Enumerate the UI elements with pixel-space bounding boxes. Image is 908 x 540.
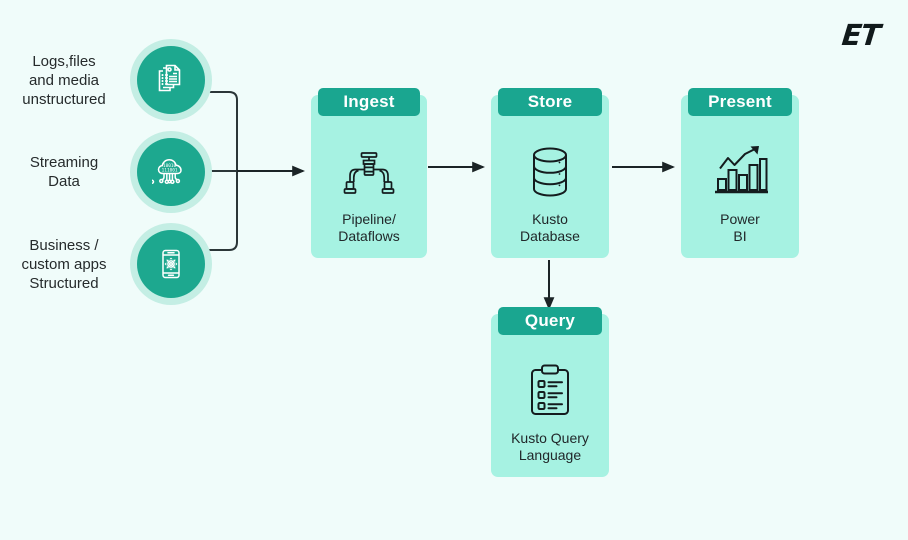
stage-ingest-caption: Pipeline/ Dataflows — [338, 211, 400, 244]
svg-text:10010: 10010 — [163, 163, 177, 169]
source-streaming-data: Streaming Data 10010 111001 — [0, 126, 215, 218]
source-circle-logs[interactable] — [137, 46, 205, 114]
stage-query-header: Query — [498, 307, 602, 335]
stage-present-header: Present — [688, 88, 792, 116]
bar-chart-trend-icon — [715, 146, 768, 194]
stage-ingest[interactable]: Ingest Pipeline/ Dataflows — [311, 88, 427, 258]
stage-query-icon-wrap — [491, 364, 609, 418]
stage-store-caption: Kusto Database — [520, 211, 580, 244]
documents-icon — [158, 64, 181, 92]
source-ring-business — [130, 223, 212, 305]
stage-ingest-header: Ingest — [318, 88, 420, 116]
pipeline-valve-icon — [343, 152, 395, 194]
stage-store-header: Store — [498, 88, 602, 116]
svg-text:111001: 111001 — [162, 168, 178, 174]
stage-store-icon-wrap — [491, 145, 609, 199]
source-circle-streaming[interactable]: 10010 111001 — [137, 138, 205, 206]
source-circle-business[interactable] — [137, 230, 205, 298]
source-label-streaming: Streaming Data — [29, 154, 99, 190]
database-icon — [533, 147, 567, 197]
source-business-custom-apps: Business / custom apps Structured — [0, 218, 215, 310]
stage-present-icon-wrap — [681, 143, 799, 195]
clipboard-list-icon — [531, 364, 569, 415]
stage-present[interactable]: Present Power BI — [681, 88, 799, 258]
stage-present-caption: Power BI — [720, 211, 760, 244]
stage-ingest-icon-wrap — [311, 149, 427, 199]
et-logo: ET — [840, 18, 882, 52]
source-ring-streaming: 10010 111001 — [130, 131, 212, 213]
source-label-business: Business / custom apps Structured — [21, 236, 107, 292]
source-ring-logs — [130, 39, 212, 121]
source-label-logs: Logs,files and media unstructured — [22, 52, 106, 108]
mobile-gear-icon — [162, 249, 180, 279]
source-logs-files-media: Logs,files and media unstructured — [0, 34, 215, 126]
stage-query[interactable]: Query Kusto Query Language — [491, 307, 609, 477]
stage-query-caption: Kusto Query Language — [511, 430, 589, 463]
stage-store[interactable]: Store Kusto Database — [491, 88, 609, 258]
cloud-data-icon: 10010 111001 — [152, 159, 182, 185]
